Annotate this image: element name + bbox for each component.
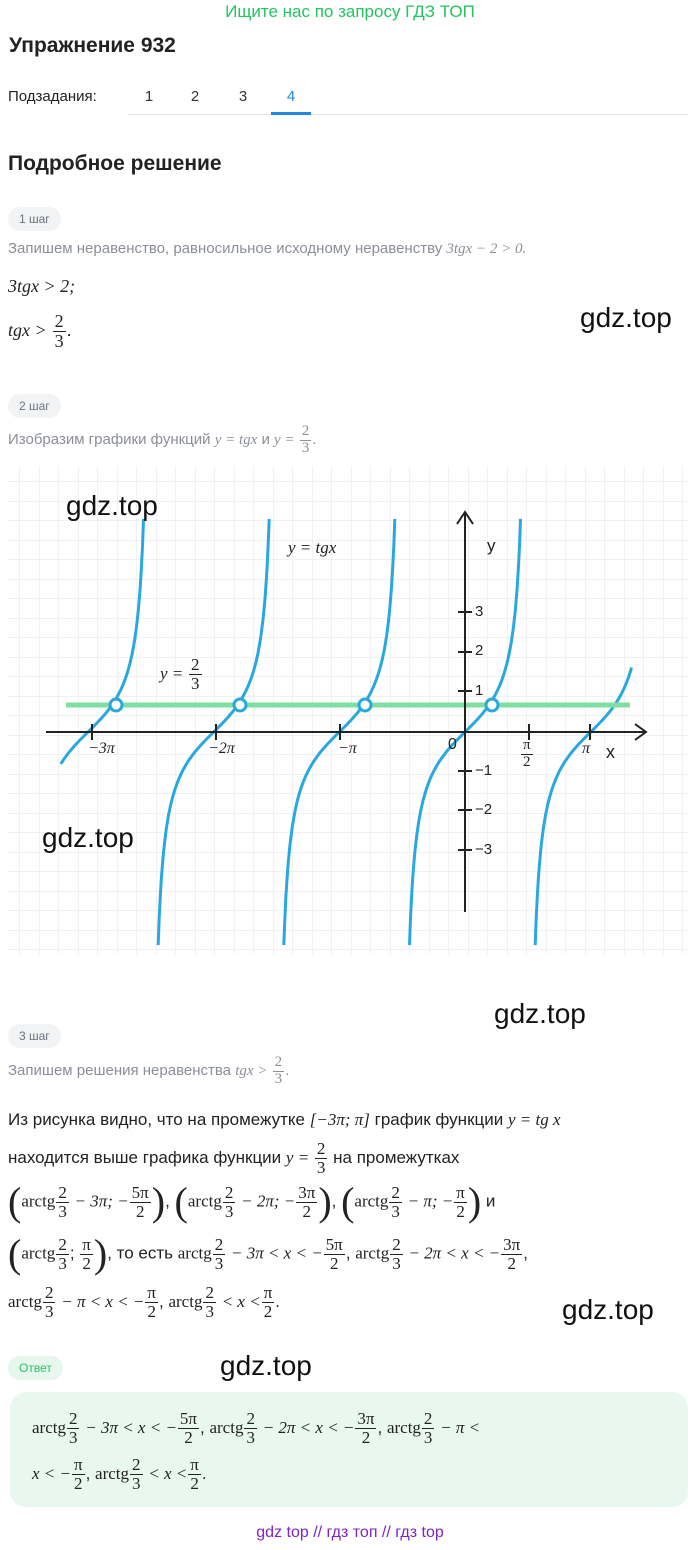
watermark: gdz.top xyxy=(66,490,158,521)
origin-label: 0 xyxy=(448,736,457,753)
y-tick-minus-2: −2 xyxy=(475,801,493,818)
y-axis-label: y xyxy=(487,536,496,555)
label-tg: y = tgx xyxy=(288,538,337,557)
step-3-badge: 3 шаг xyxy=(8,1024,61,1048)
top-banner[interactable]: Ищите нас по запросу ГДЗ ТОП xyxy=(225,2,475,21)
footer-links[interactable]: gdz top // гдз топ // гдз top xyxy=(256,1524,444,1541)
watermark: gdz.top xyxy=(580,302,672,333)
subtasks-divider xyxy=(128,114,688,115)
step-1-intro: Запишем неравенство, равносильное исходн… xyxy=(8,240,527,257)
step-2-intro: Изобразим графики функций y = tgx и y = … xyxy=(8,423,317,456)
active-tab-indicator xyxy=(271,112,311,115)
x-label-minus-pi: −π xyxy=(338,740,357,757)
tangent-graph xyxy=(8,466,688,954)
x-label-minus-3pi: −3π xyxy=(88,740,115,757)
subtask-tab-1[interactable]: 1 xyxy=(144,88,154,105)
watermark: gdz.top xyxy=(494,998,586,1029)
y-tick-minus-3: −3 xyxy=(475,841,493,858)
step-1-line-1: 3tgx > 2; xyxy=(8,276,76,296)
step-3-paragraph-1: Из рисунка видно, что на промежутке [−3π… xyxy=(8,1110,561,1129)
watermark: gdz.top xyxy=(562,1294,654,1325)
watermark: gdz.top xyxy=(220,1350,312,1381)
watermark: gdz.top xyxy=(42,822,134,853)
intersection-points xyxy=(108,697,500,713)
subtask-tab-2[interactable]: 2 xyxy=(190,88,200,105)
step-1-badge: 1 шаг xyxy=(8,207,61,231)
y-tick-3: 3 xyxy=(475,603,484,620)
axis-ticks xyxy=(91,611,591,851)
y-tick-minus-1: −1 xyxy=(475,762,493,779)
x-label-minus-2pi: −2π xyxy=(208,740,235,757)
answer-badge: Ответ xyxy=(8,1356,63,1380)
x-label-pi: π xyxy=(582,740,591,757)
x-axis-arrow xyxy=(634,723,648,741)
y-tick-1: 1 xyxy=(475,682,484,699)
subtasks-label: Подзадания: xyxy=(8,88,97,105)
step-2-badge: 2 шаг xyxy=(8,394,61,418)
x-axis-label: x xyxy=(606,742,615,762)
subtask-tab-3[interactable]: 3 xyxy=(238,88,248,105)
y-tick-2: 2 xyxy=(475,642,484,659)
subtask-tab-4[interactable]: 4 xyxy=(286,88,296,105)
answer-box xyxy=(10,1392,688,1507)
page-title: Упражнение 932 xyxy=(9,34,176,57)
section-title: Подробное решение xyxy=(8,152,222,175)
y-axis-arrow xyxy=(456,510,474,525)
